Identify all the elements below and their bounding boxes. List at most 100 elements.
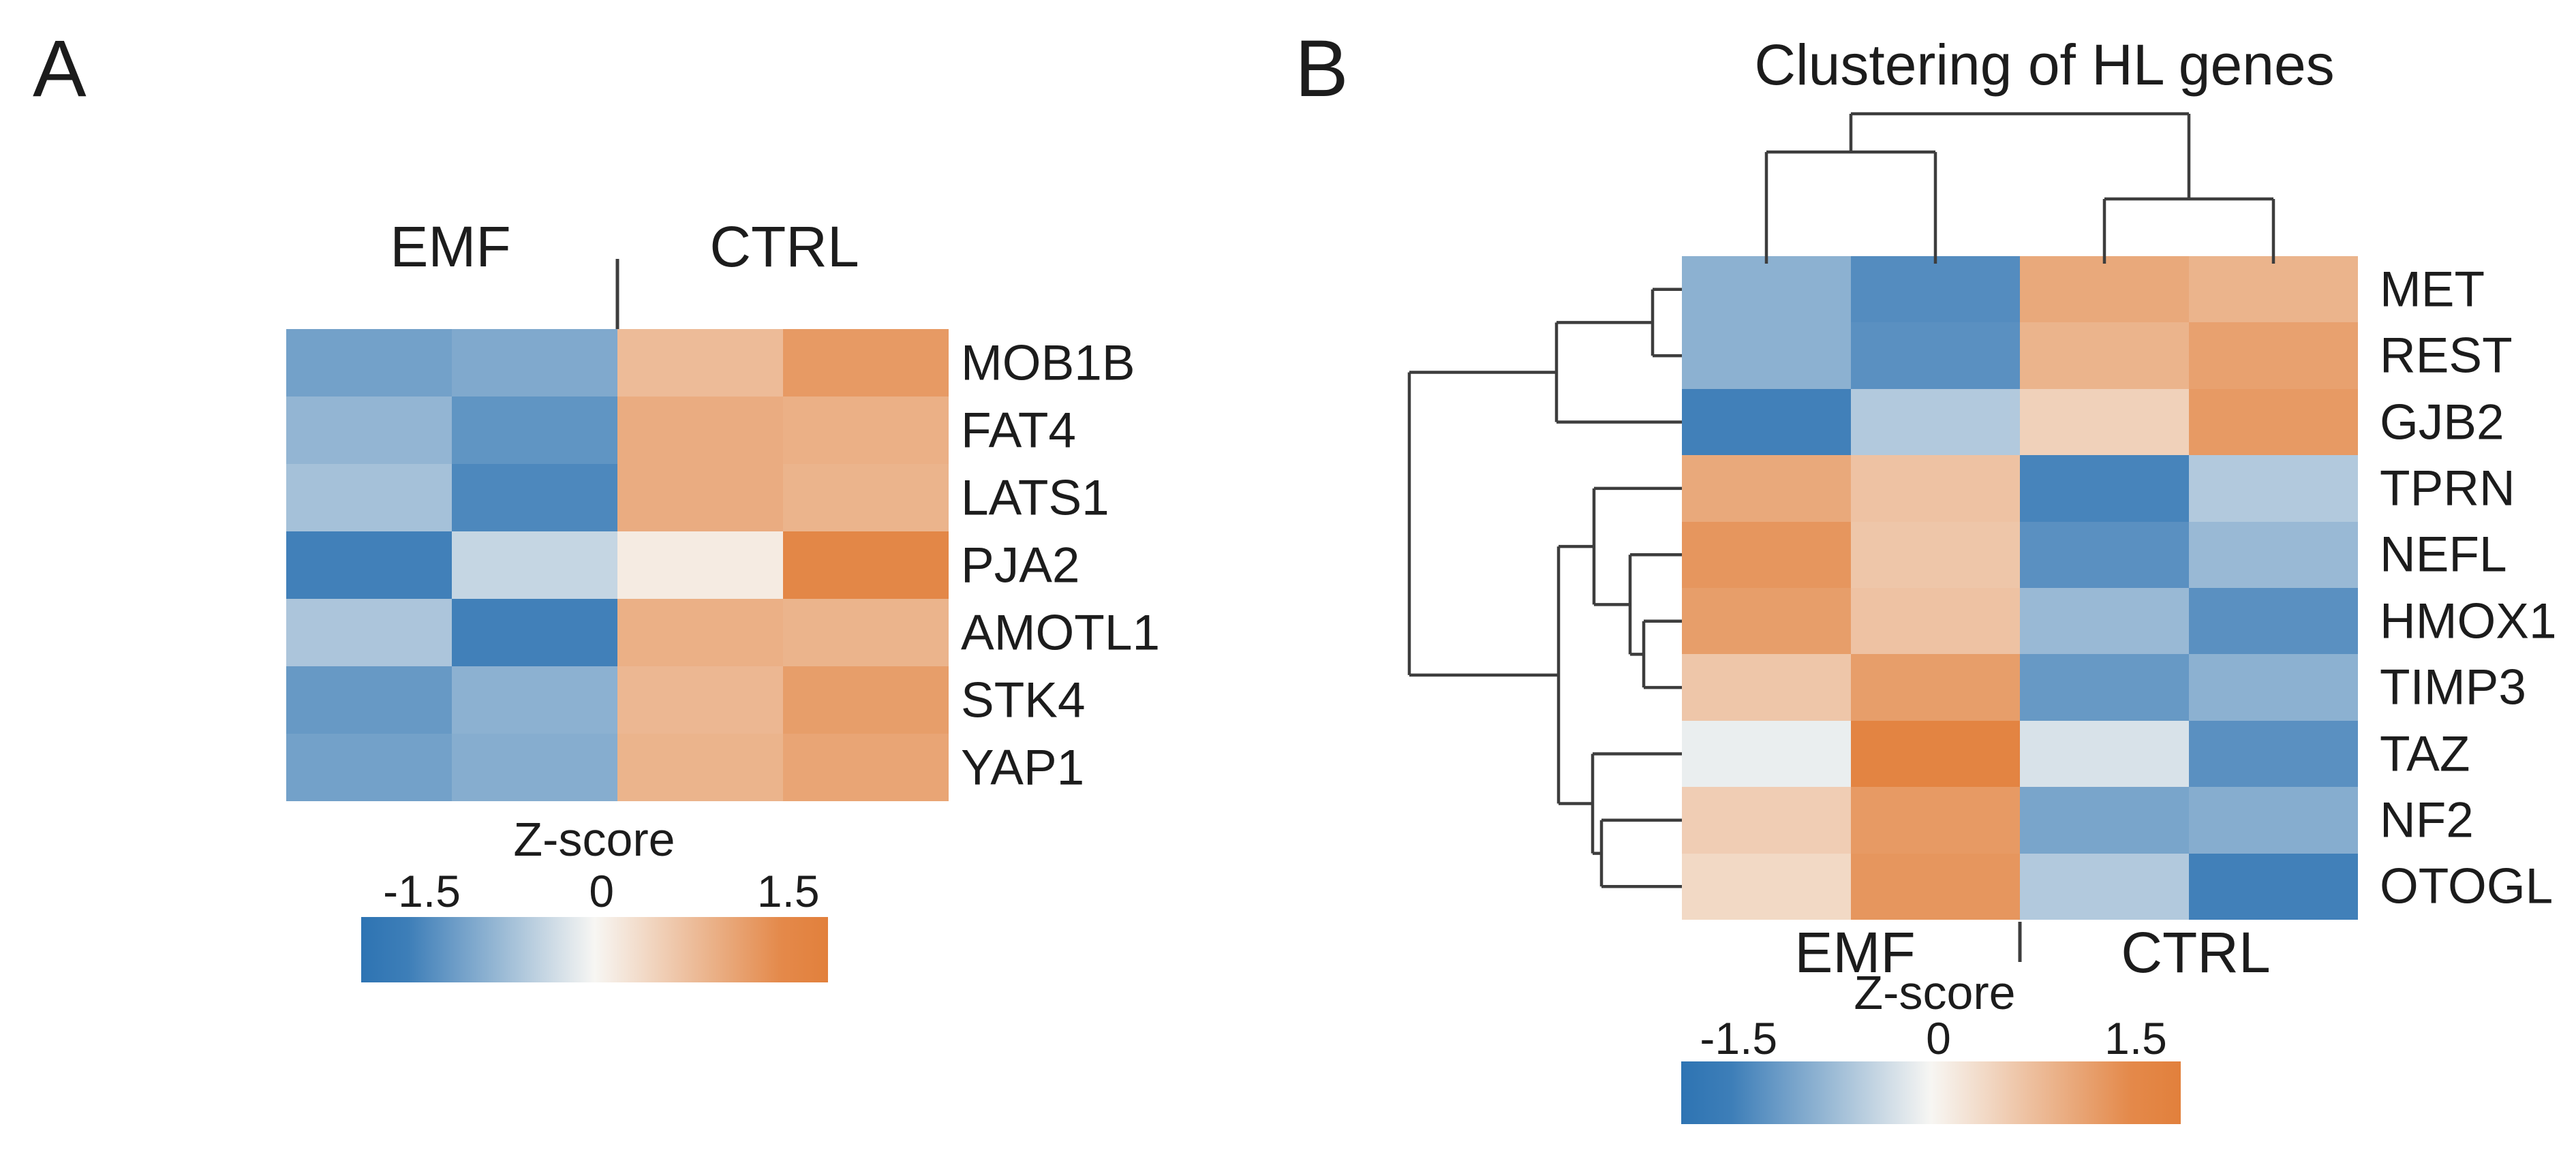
heatmap-cell-STK4-CTRL_2 <box>783 666 949 734</box>
gene-label-OTOGL: OTOGL <box>2380 858 2554 914</box>
heatmap-cell-NEFL-EMF_2 <box>1851 521 2020 588</box>
heatmap-cell-YAP1-EMF_1 <box>286 734 452 801</box>
heatmap-cell-PJA2-CTRL_2 <box>783 531 949 599</box>
heatmap-cell-LATS1-EMF_1 <box>286 464 452 531</box>
heatmap-cell-MOB1B-CTRL_2 <box>783 329 949 397</box>
heatmap-cell-TIMP3-EMF_2 <box>1851 654 2020 721</box>
heatmap-cell-GJB2-CTRL_1 <box>2020 388 2189 456</box>
heatmap-cell-NEFL-CTRL_1 <box>2020 521 2189 588</box>
heatmap-cell-OTOGL-CTRL_2 <box>2189 853 2358 920</box>
gene-label-LATS1: LATS1 <box>961 470 1109 525</box>
heatmap-cell-FAT4-CTRL_1 <box>617 397 783 464</box>
heatmap-cell-HMOX1-EMF_2 <box>1851 588 2020 655</box>
heatmap-cell-TPRN-EMF_2 <box>1851 455 2020 522</box>
panel-b-colorbar-title: Z-score <box>1854 966 2016 1019</box>
heatmap-cell-HMOX1-CTRL_2 <box>2189 588 2358 655</box>
heatmap-panel-a <box>286 329 949 801</box>
heatmap-cell-OTOGL-EMF_1 <box>1682 853 1851 920</box>
heatmap-cell-TPRN-EMF_1 <box>1682 455 1851 522</box>
panel-a-letter: A <box>33 24 87 114</box>
heatmap-cell-AMOTL1-CTRL_1 <box>617 599 783 666</box>
heatmap-cell-TAZ-CTRL_1 <box>2020 720 2189 788</box>
colorbar-tick-label--1.5: -1.5 <box>383 866 461 916</box>
panel-a-group-label-ctrl: CTRL <box>709 215 859 279</box>
gene-label-TAZ: TAZ <box>2380 726 2470 781</box>
gene-label-HMOX1: HMOX1 <box>2380 593 2557 649</box>
heatmap-cell-REST-EMF_2 <box>1851 322 2020 389</box>
heatmap-cell-TPRN-CTRL_2 <box>2189 455 2358 522</box>
heatmap-cell-REST-CTRL_2 <box>2189 322 2358 389</box>
heatmap-cell-YAP1-CTRL_1 <box>617 734 783 801</box>
gene-label-MET: MET <box>2380 262 2485 317</box>
heatmap-cell-TAZ-EMF_1 <box>1682 720 1851 788</box>
colorbar-tick-label-1.5: 1.5 <box>756 866 820 916</box>
gene-label-YAP1: YAP1 <box>961 740 1085 795</box>
gene-label-FAT4: FAT4 <box>961 403 1077 458</box>
panel-b-letter: B <box>1295 24 1349 114</box>
heatmap-cell-TPRN-CTRL_1 <box>2020 455 2189 522</box>
heatmap-cell-FAT4-CTRL_2 <box>783 397 949 464</box>
heatmap-cell-MOB1B-EMF_2 <box>452 329 617 397</box>
gene-label-TIMP3: TIMP3 <box>2380 659 2526 715</box>
panel-a-colorbar-title: Z-score <box>513 813 675 866</box>
heatmap-cell-NF2-CTRL_1 <box>2020 787 2189 854</box>
heatmap-cell-LATS1-CTRL_2 <box>783 464 949 531</box>
heatmap-cell-NEFL-CTRL_2 <box>2189 521 2358 588</box>
heatmap-cell-HMOX1-EMF_1 <box>1682 588 1851 655</box>
panel-b-group-label-ctrl: CTRL <box>2121 920 2271 984</box>
heatmap-cell-STK4-EMF_1 <box>286 666 452 734</box>
heatmap-cell-NF2-EMF_2 <box>1851 787 2020 854</box>
heatmap-cell-MOB1B-CTRL_1 <box>617 329 783 397</box>
gene-label-TPRN: TPRN <box>2380 461 2515 516</box>
heatmap-cell-STK4-CTRL_1 <box>617 666 783 734</box>
colorbar-tick-label-0: 0 <box>1926 1013 1951 1063</box>
heatmap-cell-REST-CTRL_1 <box>2020 322 2189 389</box>
panel-b-colorbar <box>1681 1061 2181 1124</box>
heatmap-cell-PJA2-EMF_1 <box>286 531 452 599</box>
heatmap-cell-PJA2-CTRL_1 <box>617 531 783 599</box>
heatmap-cell-TAZ-EMF_2 <box>1851 720 2020 788</box>
heatmap-cell-YAP1-CTRL_2 <box>783 734 949 801</box>
heatmap-cell-NF2-CTRL_2 <box>2189 787 2358 854</box>
heatmap-cell-LATS1-EMF_2 <box>452 464 617 531</box>
heatmap-cell-AMOTL1-EMF_1 <box>286 599 452 666</box>
gene-label-NF2: NF2 <box>2380 792 2474 848</box>
heatmap-cell-MET-CTRL_1 <box>2020 256 2189 323</box>
gene-label-NEFL: NEFL <box>2380 527 2507 582</box>
heatmap-panel-b <box>1682 256 2358 920</box>
heatmap-cell-FAT4-EMF_2 <box>452 397 617 464</box>
heatmap-cell-OTOGL-EMF_2 <box>1851 853 2020 920</box>
heatmap-cell-NEFL-EMF_1 <box>1682 521 1851 588</box>
colorbar-tick-label-0: 0 <box>589 866 615 916</box>
heatmap-cell-MET-EMF_1 <box>1682 256 1851 323</box>
panel-b-title: Clustering of HL genes <box>1754 33 2335 97</box>
gene-label-MOB1B: MOB1B <box>961 335 1135 390</box>
heatmap-cell-AMOTL1-CTRL_2 <box>783 599 949 666</box>
heatmap-cell-GJB2-EMF_2 <box>1851 388 2020 456</box>
heatmap-cell-AMOTL1-EMF_2 <box>452 599 617 666</box>
heatmap-cell-STK4-EMF_2 <box>452 666 617 734</box>
heatmap-cell-TIMP3-EMF_1 <box>1682 654 1851 721</box>
panel-a-group-label-emf: EMF <box>390 215 511 279</box>
heatmap-cell-OTOGL-CTRL_1 <box>2020 853 2189 920</box>
heatmap-cell-REST-EMF_1 <box>1682 322 1851 389</box>
heatmap-cell-FAT4-EMF_1 <box>286 397 452 464</box>
colorbar-tick-label--1.5: -1.5 <box>1700 1013 1778 1063</box>
panel-b-group-label-emf: EMF <box>1794 920 1916 984</box>
gene-label-PJA2: PJA2 <box>961 538 1080 593</box>
colorbar-tick-label-1.5: 1.5 <box>2104 1013 2167 1063</box>
heatmap-cell-MET-CTRL_2 <box>2189 256 2358 323</box>
heatmap-cell-TIMP3-CTRL_1 <box>2020 654 2189 721</box>
row-dendrogram <box>1407 288 1682 888</box>
heatmap-cell-MET-EMF_2 <box>1851 256 2020 323</box>
heatmap-cell-TAZ-CTRL_2 <box>2189 720 2358 788</box>
heatmap-cell-HMOX1-CTRL_1 <box>2020 588 2189 655</box>
heatmap-cell-LATS1-CTRL_1 <box>617 464 783 531</box>
gene-label-AMOTL1: AMOTL1 <box>961 605 1161 660</box>
heatmap-cell-PJA2-EMF_2 <box>452 531 617 599</box>
heatmap-cell-GJB2-CTRL_2 <box>2189 388 2358 456</box>
heatmap-cell-TIMP3-CTRL_2 <box>2189 654 2358 721</box>
gene-label-REST: REST <box>2380 328 2513 384</box>
column-dendrogram <box>1764 112 2275 264</box>
